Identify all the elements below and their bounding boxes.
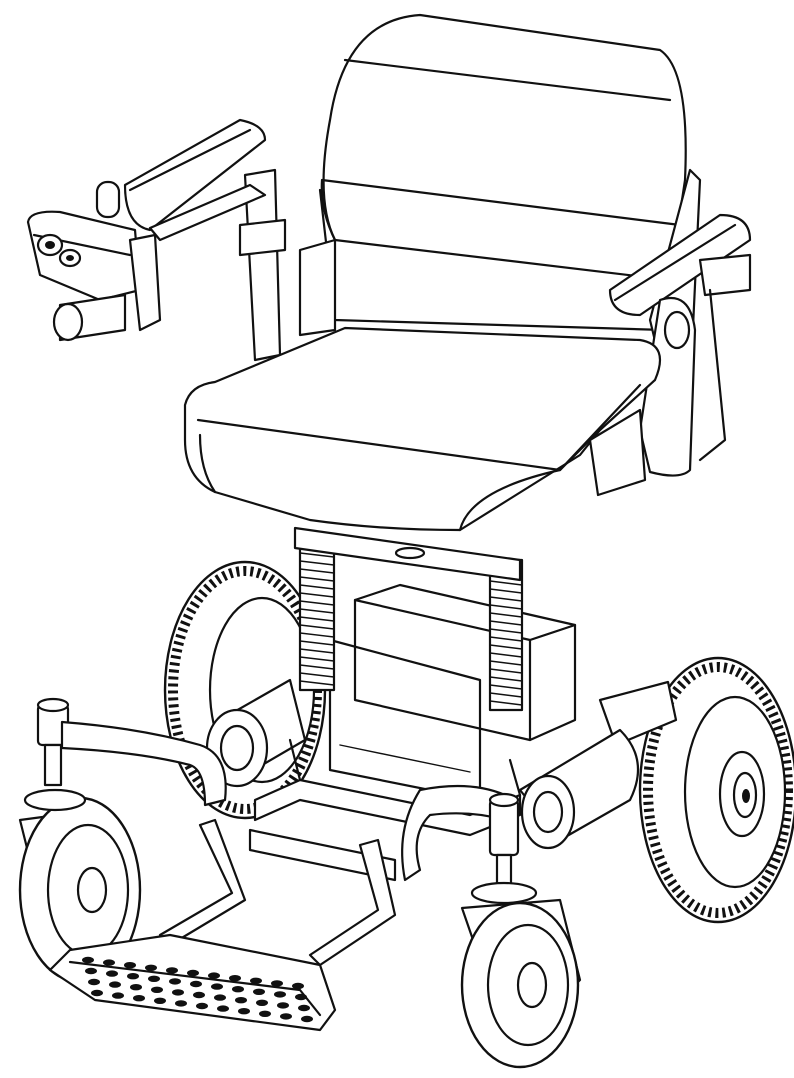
footplate-hole: [124, 962, 136, 969]
seat-cushion: [183, 326, 662, 532]
base-frame: [248, 738, 522, 882]
footplate-hole: [295, 993, 307, 1001]
footplate-hole: [250, 977, 262, 984]
footplate-hole: [85, 967, 97, 975]
footplate-hole: [238, 1008, 250, 1015]
rear-right-wheel: [638, 656, 794, 924]
footplate-hole: [229, 975, 241, 982]
footplate-hole: [271, 980, 283, 987]
footplate-hole: [259, 1010, 271, 1017]
footplate-hole: [91, 989, 103, 997]
footplate-hole: [208, 972, 220, 979]
footplate-hole: [217, 1005, 229, 1012]
footplate-hole: [112, 992, 124, 999]
footrest: [48, 818, 397, 1032]
footplate-hole: [256, 999, 268, 1006]
seat-springs: [293, 526, 524, 712]
footplate-hole: [190, 980, 202, 988]
footplate-hole: [154, 997, 166, 1004]
footplate-hole: [82, 956, 94, 964]
seat-back: [298, 13, 687, 337]
footplate-hole: [127, 973, 139, 980]
left-armrest: [123, 118, 287, 362]
footplate-hole: [193, 991, 205, 999]
joystick-controller: [26, 180, 162, 342]
footplate-hole: [169, 978, 181, 985]
footplate-hole: [280, 1013, 292, 1020]
footplate-hole: [151, 986, 163, 993]
footplate-hole: [166, 967, 178, 974]
footplate-hole: [253, 988, 265, 995]
front-left-caster-arm: [36, 697, 227, 807]
footplate-hole: [298, 1004, 310, 1012]
footplate-hole: [211, 983, 223, 990]
footplate-hole: [214, 994, 226, 1001]
front-left-caster-wheel: [18, 788, 142, 984]
footplate-hole: [130, 984, 142, 991]
footplate-hole: [196, 1002, 208, 1010]
footplate-hole: [145, 964, 157, 971]
footplate-hole: [187, 969, 199, 977]
footplate-hole: [109, 981, 121, 988]
footplate-hole: [103, 959, 115, 966]
footplate-hole: [301, 1015, 313, 1023]
footplate-hole: [232, 986, 244, 993]
footplate-holes: [82, 956, 313, 1023]
footplate-hole: [277, 1002, 289, 1009]
footplate-hole: [133, 995, 145, 1002]
right-armrest: [608, 168, 752, 477]
footplate-hole: [106, 970, 118, 977]
footplate-hole: [148, 975, 160, 982]
footplate-hole: [172, 989, 184, 996]
footplate-hole: [235, 997, 247, 1004]
right-motor: [518, 680, 678, 850]
footplate-hole: [88, 978, 100, 986]
footplate-hole: [274, 991, 286, 998]
front-right-caster-wheel: [460, 881, 582, 1069]
footplate-hole: [292, 982, 304, 990]
front-right-caster-arm: [401, 784, 520, 892]
battery-box: [328, 583, 577, 802]
footplate-hole: [175, 1000, 187, 1007]
